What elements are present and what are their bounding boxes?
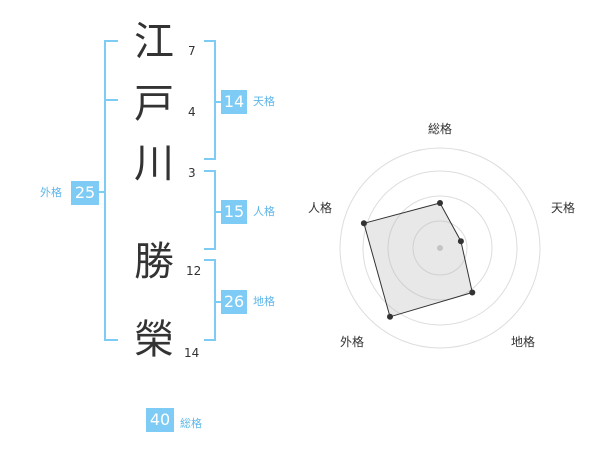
tenkaku-badge: 14 bbox=[221, 90, 247, 114]
radar-point-jinkaku bbox=[360, 220, 367, 227]
radar-label-tenkaku: 天格 bbox=[551, 200, 575, 215]
radar-point-tenkaku bbox=[457, 238, 464, 245]
name-character-5: 榮 bbox=[134, 317, 174, 363]
radar-point-chikaku bbox=[469, 289, 476, 296]
tenkaku-label: 天格 bbox=[253, 95, 275, 108]
stroke-count-2: 4 bbox=[188, 105, 196, 119]
stroke-count-4: 12 bbox=[186, 264, 202, 278]
name-character-1: 江 bbox=[134, 19, 174, 65]
radar-ring-3 bbox=[362, 170, 518, 326]
radar-label-jinkaku: 人格 bbox=[308, 200, 332, 215]
radar-label-chikaku: 地格 bbox=[511, 334, 535, 349]
radar-polygon bbox=[363, 202, 473, 318]
name-character-4: 勝 bbox=[134, 239, 174, 285]
soukaku-label: 総格 bbox=[180, 417, 202, 430]
radar-label-gaikaku: 外格 bbox=[340, 334, 364, 349]
jinkaku-label: 人格 bbox=[253, 205, 275, 218]
gaikaku-badge: 25 bbox=[71, 181, 99, 205]
radar-ring-1 bbox=[412, 220, 468, 276]
stroke-count-5: 14 bbox=[184, 346, 200, 360]
radar-center-dot bbox=[437, 245, 443, 251]
chikaku-label: 地格 bbox=[253, 295, 275, 308]
name-character-3: 川 bbox=[134, 141, 174, 187]
soukaku-badge: 40 bbox=[146, 408, 174, 432]
radar-point-soukaku bbox=[437, 200, 443, 206]
stroke-count-3: 3 bbox=[188, 166, 196, 180]
stroke-count-1: 7 bbox=[188, 44, 196, 58]
radar-label-soukaku: 総格 bbox=[428, 121, 452, 136]
radar-ring-2 bbox=[387, 195, 493, 301]
chikaku-badge: 26 bbox=[221, 290, 247, 314]
gaikaku-label: 外格 bbox=[40, 186, 62, 199]
name-character-2: 戸 bbox=[134, 81, 174, 127]
jinkaku-badge: 15 bbox=[221, 200, 247, 224]
radar-point-gaikaku bbox=[387, 313, 393, 320]
